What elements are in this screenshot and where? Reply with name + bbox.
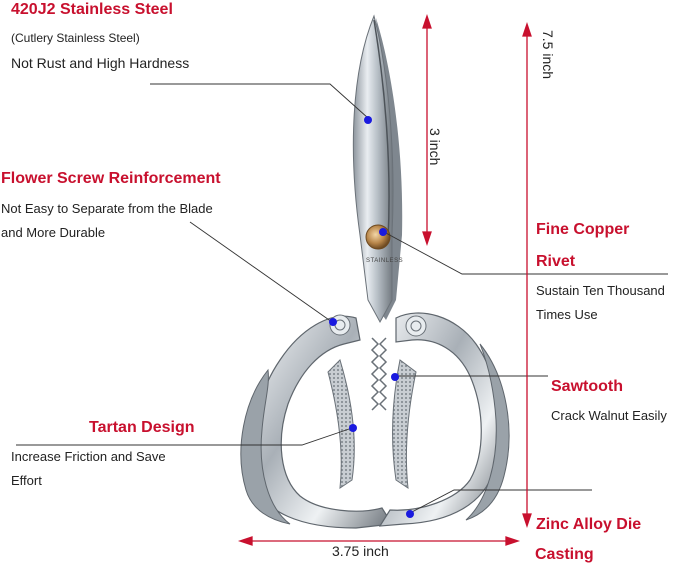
right-handle-outer-wing <box>465 343 510 521</box>
steel-title: 420J2 Stainless Steel <box>11 1 173 18</box>
leader-lines <box>16 83 668 514</box>
copper-rivet-title2: Rivet <box>536 253 576 270</box>
copper-rivet-line2: Times Use <box>536 307 598 322</box>
flower-screw-title: Flower Screw Reinforcement <box>1 170 221 187</box>
dimension-width: 3.75 inch <box>332 543 389 559</box>
sawtooth-line1: Crack Walnut Easily <box>551 408 667 423</box>
right-grip <box>392 359 417 490</box>
dimension-total-length: 7.5 inch <box>540 30 556 80</box>
flower-screw-right <box>405 315 427 337</box>
copper-rivet <box>365 224 391 250</box>
tartan-title: Tartan Design <box>89 419 195 436</box>
marker-steel <box>364 116 372 124</box>
left-handle-outer-wing <box>240 368 291 525</box>
steel-line2: Not Rust and High Hardness <box>11 55 190 71</box>
marker-sawtooth <box>391 373 399 381</box>
leader-steel <box>150 83 369 119</box>
markers <box>329 116 414 518</box>
leader-zinc <box>409 489 592 514</box>
dimension-blade-length: 3 inch <box>427 128 443 166</box>
sawtooth-title: Sawtooth <box>551 378 623 395</box>
dimension-arrows <box>237 13 532 546</box>
zinc-title1: Zinc Alloy Die <box>536 516 642 533</box>
blade-edge <box>373 19 390 241</box>
tartan-line1: Increase Friction and Save <box>11 449 166 464</box>
leader-tartan <box>16 427 353 446</box>
copper-rivet-line1: Sustain Ten Thousand <box>536 283 665 298</box>
leader-flower <box>189 221 333 323</box>
sawtooth-teeth <box>370 337 380 411</box>
flower-screw-line2: and More Durable <box>1 225 106 240</box>
sawtooth-teeth-right <box>378 337 388 411</box>
copper-rivet-title1: Fine Copper <box>536 221 630 238</box>
left-grip <box>327 359 355 490</box>
tartan-line2: Effort <box>11 473 42 488</box>
blade-stamp: STAINLESS <box>366 258 404 264</box>
marker-rivet <box>379 228 387 236</box>
left-handle <box>251 315 394 529</box>
flower-screw-line1: Not Easy to Separate from the Blade <box>1 201 213 216</box>
marker-tartan <box>349 424 357 432</box>
marker-flower <box>329 318 337 326</box>
zinc-title2: Casting <box>535 546 594 563</box>
marker-zinc <box>406 510 414 518</box>
leader-rivet <box>383 231 668 275</box>
steel-line1: (Cutlery Stainless Steel) <box>11 31 140 45</box>
